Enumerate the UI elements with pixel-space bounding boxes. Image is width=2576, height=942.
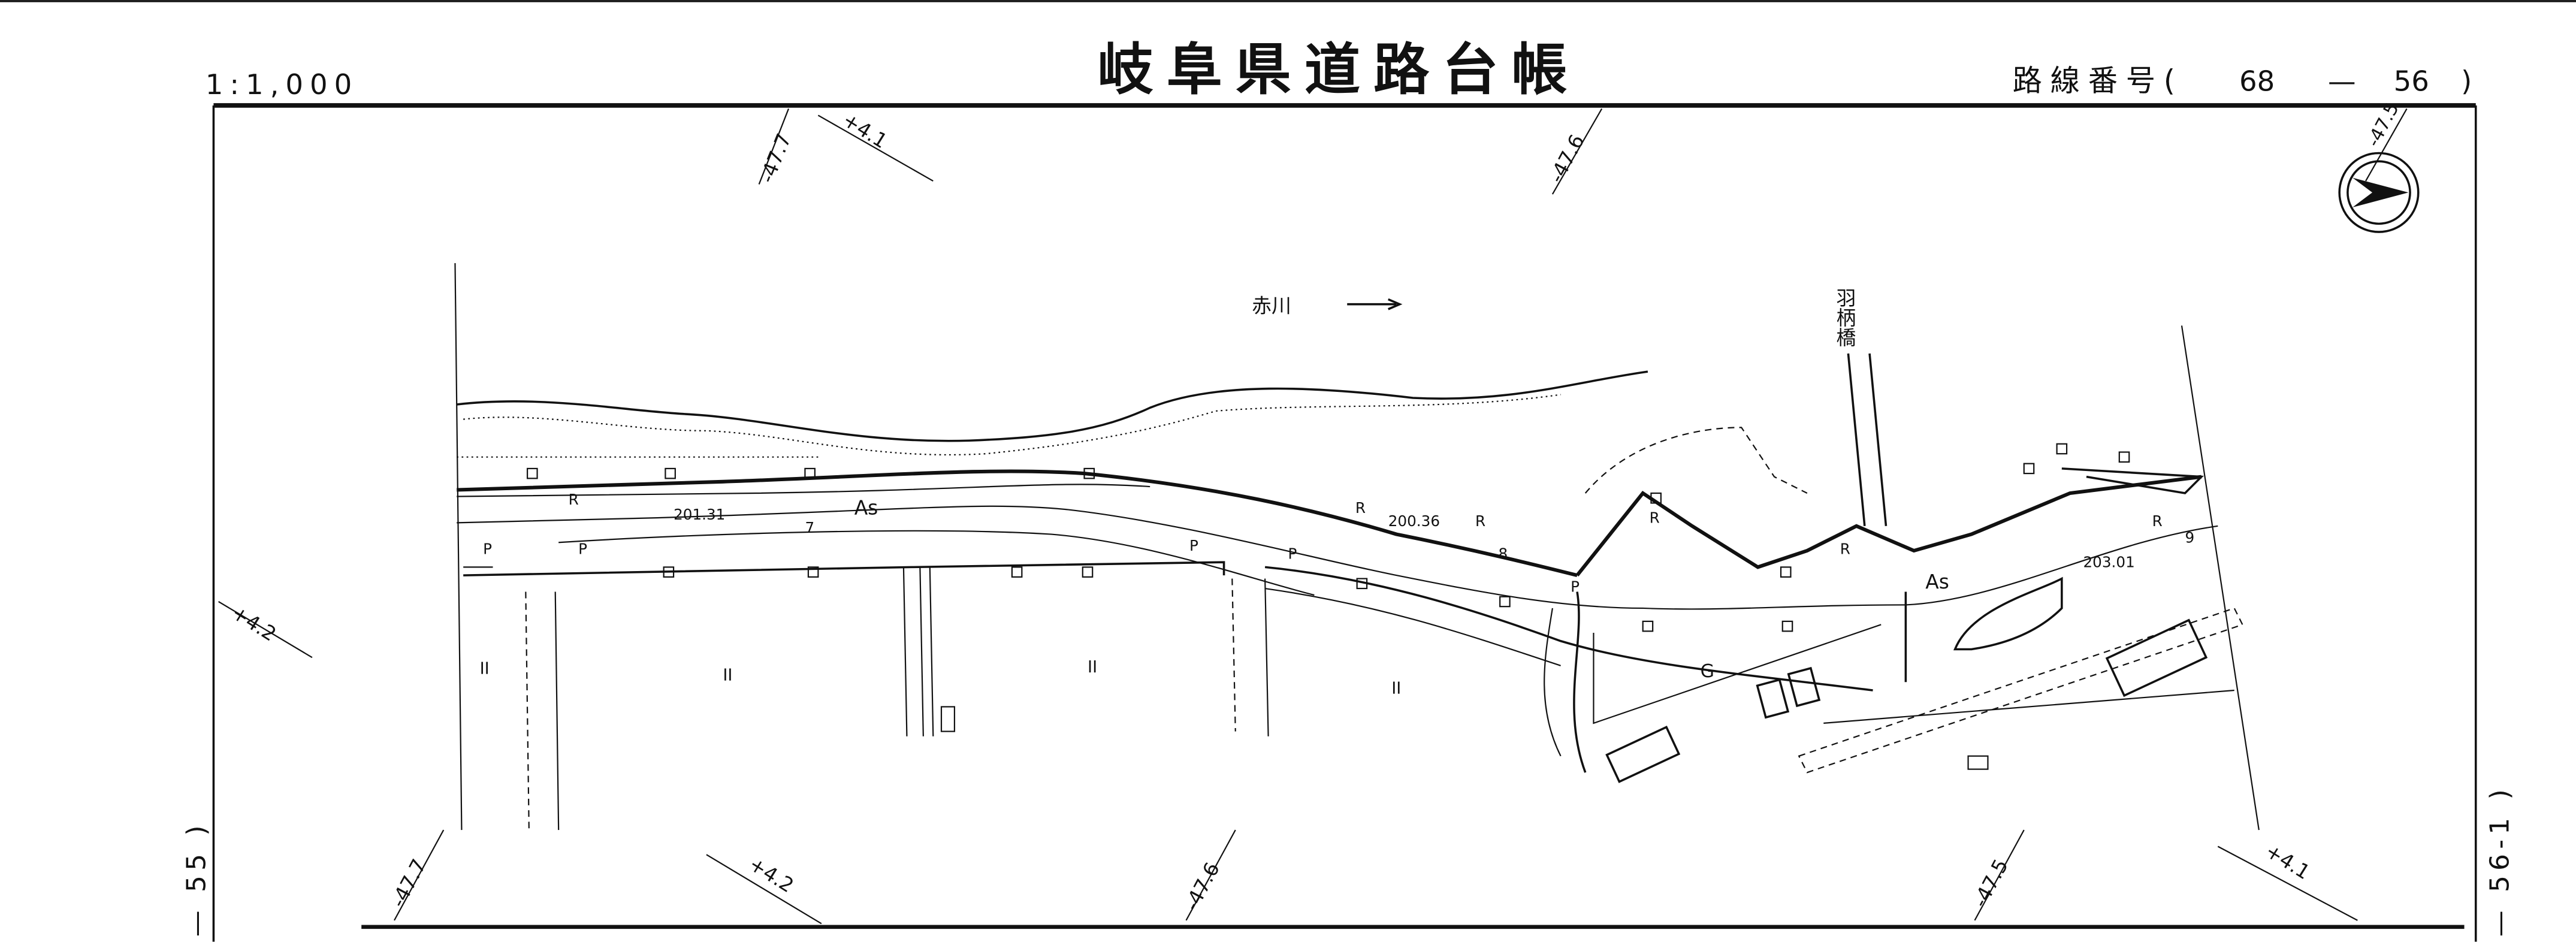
r-label: R xyxy=(2152,512,2163,530)
route-number: 路線番号( 68 — 56 ) xyxy=(2013,63,2472,98)
route-number-a: 68 xyxy=(2239,65,2275,97)
grid-label: +4.1 xyxy=(839,108,892,153)
map-frame xyxy=(212,103,2477,942)
elevation-label: 200.36 xyxy=(1388,512,1440,530)
catch-basin-markers xyxy=(526,443,2130,632)
sheet-boundary-right xyxy=(2181,325,2260,831)
route-number-b: 56 xyxy=(2394,65,2429,97)
river-name-label: 赤川 xyxy=(1252,294,1291,317)
p-label: P xyxy=(578,540,587,557)
elevation-label: 201.31 xyxy=(674,506,725,523)
grid-label: +4.2 xyxy=(228,600,280,645)
p-label: P xyxy=(1189,537,1198,554)
surface-label: As xyxy=(1925,570,1949,593)
river-akagawa xyxy=(456,298,1648,458)
route-number-label: 路線番号( xyxy=(2013,63,2184,98)
r-label: R xyxy=(1355,499,1366,517)
bridge-name-label: 羽柄橋 xyxy=(1833,288,1856,347)
r-label: R xyxy=(569,491,579,508)
grid-label: +4.2 xyxy=(745,852,798,897)
station-label: 8 xyxy=(1498,545,1508,563)
p-label: P xyxy=(483,540,492,557)
bridge-hagara xyxy=(1847,353,1888,527)
road-alignment xyxy=(457,427,2218,773)
adjacent-sheet-left: — 55 ) xyxy=(182,820,212,937)
g-label: G xyxy=(1701,661,1714,682)
paddy-label: II xyxy=(1088,658,1097,677)
sheet-boundary-left xyxy=(454,263,463,831)
r-label: R xyxy=(1840,540,1850,557)
scale-label: 1:1,000 xyxy=(206,68,358,101)
p-label: P xyxy=(1288,545,1297,563)
route-number-close: ) xyxy=(2461,65,2472,97)
north-arrow-icon xyxy=(2338,152,2420,233)
grid-lines xyxy=(218,108,2408,925)
r-label: R xyxy=(1475,512,1485,530)
grid-label: +4.1 xyxy=(2261,839,2314,884)
paddy-label: II xyxy=(1391,680,1401,698)
paddy-label: II xyxy=(480,660,490,678)
grid-label: -47.6 xyxy=(1180,858,1224,914)
map-labels: As As 201.31 200.36 203.01 7 8 9 R R R R… xyxy=(480,491,2195,698)
r-label: R xyxy=(1650,509,1660,526)
p-label: P xyxy=(1571,578,1580,596)
grid-label: -47.7 xyxy=(755,130,796,186)
page-title: 岐阜県道路台帳 xyxy=(1098,37,1581,102)
elevation-label: 203.01 xyxy=(2083,553,2134,570)
parcels xyxy=(525,567,2243,831)
grid-label: -47.5 xyxy=(1968,855,2013,911)
station-label: 9 xyxy=(2185,529,2194,546)
surface-label: As xyxy=(854,496,878,520)
grid-label: -47.6 xyxy=(1544,131,1589,186)
paddy-label: II xyxy=(723,666,732,685)
adjacent-sheet-right: — 56-1 ) xyxy=(2485,784,2515,937)
grid-label: -47.7 xyxy=(386,855,430,911)
route-number-dash: — xyxy=(2328,65,2356,97)
station-label: 7 xyxy=(805,519,814,536)
